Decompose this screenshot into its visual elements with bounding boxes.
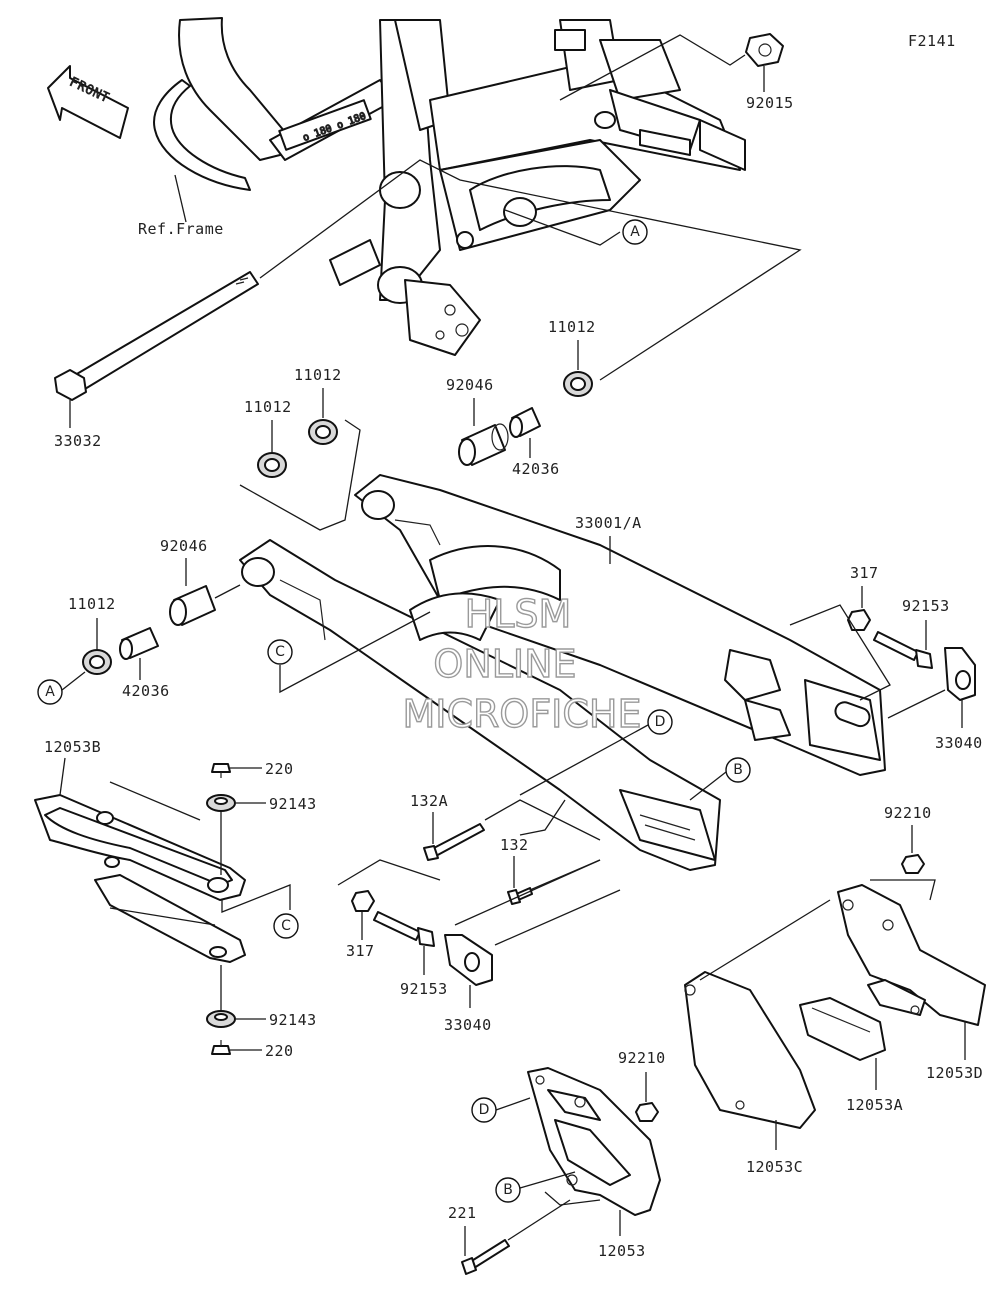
collar-42036-upper bbox=[509, 407, 541, 438]
ref-frame-label: Ref.Frame bbox=[138, 220, 224, 238]
label-12053A: 12053A bbox=[846, 1096, 903, 1114]
callout-b-lower-text: B bbox=[503, 1182, 513, 1198]
label-92046-lower: 92046 bbox=[160, 537, 208, 555]
label-11012-left: 11012 bbox=[244, 398, 292, 416]
label-11012-lower: 11012 bbox=[68, 595, 116, 613]
callout-b-mid-text: B bbox=[733, 762, 743, 778]
seal-11012-left bbox=[257, 452, 287, 478]
seal-11012-mid bbox=[308, 419, 338, 445]
watermark-line-3: MICROFICHE bbox=[402, 692, 641, 736]
callout-c-lower-text: C bbox=[281, 918, 291, 934]
label-317-upper: 317 bbox=[850, 564, 879, 582]
label-33001: 33001/A bbox=[575, 514, 642, 532]
collar-42036-lower bbox=[119, 627, 159, 660]
callout-a-left-text: A bbox=[45, 684, 55, 700]
pivot-shaft-33032 bbox=[54, 271, 259, 401]
watermark-line-2: ONLINE bbox=[433, 642, 576, 686]
label-12053C: 12053C bbox=[746, 1158, 803, 1176]
screw-220-lower bbox=[211, 1040, 231, 1055]
chain-guard-12053 bbox=[527, 1067, 661, 1216]
label-132: 132 bbox=[500, 836, 529, 854]
callout-d-lower bbox=[471, 1097, 497, 1123]
chain-guide-12053D bbox=[837, 884, 986, 1026]
label-11012-right: 11012 bbox=[548, 318, 596, 336]
label-92143-upper: 92143 bbox=[269, 795, 317, 813]
callout-b-lower bbox=[495, 1177, 521, 1203]
label-42036-upper: 42036 bbox=[512, 460, 560, 478]
label-11012-mid: 11012 bbox=[294, 366, 342, 384]
figure-code: F2141 bbox=[908, 32, 956, 50]
bearing-92046-upper bbox=[458, 423, 509, 466]
callout-a-top-text: A bbox=[630, 224, 640, 240]
watermark: HLSM ONLINE MICROFICHE bbox=[402, 591, 642, 736]
callout-a-top bbox=[622, 219, 648, 245]
callout-c-mid bbox=[267, 639, 293, 665]
label-33040-lower: 33040 bbox=[444, 1016, 492, 1034]
label-42036-lower: 42036 bbox=[122, 682, 170, 700]
chain-guide-12053C bbox=[684, 971, 816, 1129]
callout-a-left bbox=[37, 679, 63, 705]
label-12053: 12053 bbox=[598, 1242, 646, 1260]
label-92046-upper: 92046 bbox=[446, 376, 494, 394]
adjuster-33040-upper bbox=[944, 647, 976, 701]
label-220-lower: 220 bbox=[265, 1042, 294, 1060]
callout-d-mid bbox=[647, 709, 673, 735]
label-92210-lower: 92210 bbox=[618, 1049, 666, 1067]
label-33040-upper: 33040 bbox=[935, 734, 983, 752]
callout-d-lower-text: D bbox=[479, 1102, 490, 1118]
nut-92015 bbox=[745, 33, 784, 67]
nut-92210-upper bbox=[901, 854, 925, 874]
adjuster-33040-lower bbox=[444, 934, 493, 986]
chain-slider-12053B bbox=[34, 794, 246, 963]
bolt-92153-lower bbox=[373, 911, 435, 947]
screw-220-upper bbox=[211, 763, 231, 778]
callout-d-mid-text: D bbox=[655, 714, 666, 730]
callout-c-mid-text: C bbox=[275, 644, 285, 660]
label-92015: 92015 bbox=[746, 94, 794, 112]
label-317-lower: 317 bbox=[346, 942, 375, 960]
washer-92143-upper bbox=[206, 794, 236, 812]
callout-c-lower bbox=[273, 913, 299, 939]
label-92153-lower: 92153 bbox=[400, 980, 448, 998]
label-12053D: 12053D bbox=[926, 1064, 983, 1082]
label-132A: 132A bbox=[410, 792, 448, 810]
watermark-line-1: HLSM bbox=[465, 592, 572, 636]
seal-11012-lower bbox=[82, 649, 112, 675]
bolt-132A bbox=[423, 823, 485, 861]
bolt-92153-upper bbox=[873, 631, 933, 669]
label-221: 221 bbox=[448, 1204, 477, 1222]
chain-guide-12053A bbox=[799, 997, 886, 1061]
label-92143-lower: 92143 bbox=[269, 1011, 317, 1029]
label-92153-upper: 92153 bbox=[902, 597, 950, 615]
label-33032: 33032 bbox=[54, 432, 102, 450]
frame-assembly: o 180 o 180 bbox=[153, 17, 746, 356]
nut-317-upper bbox=[847, 609, 871, 631]
swingarm-33001 bbox=[239, 474, 886, 871]
nut-92210-lower bbox=[635, 1102, 659, 1122]
nut-317-lower bbox=[351, 890, 375, 912]
callout-b-mid bbox=[725, 757, 751, 783]
front-arrow-icon: FRONT bbox=[47, 65, 129, 139]
label-220-upper: 220 bbox=[265, 760, 294, 778]
bolt-221 bbox=[461, 1239, 510, 1275]
label-12053B: 12053B bbox=[44, 738, 101, 756]
seal-11012-right bbox=[563, 371, 593, 397]
bearing-92046-lower bbox=[169, 585, 216, 626]
washer-92143-lower bbox=[206, 1010, 236, 1028]
label-92210-upper: 92210 bbox=[884, 804, 932, 822]
